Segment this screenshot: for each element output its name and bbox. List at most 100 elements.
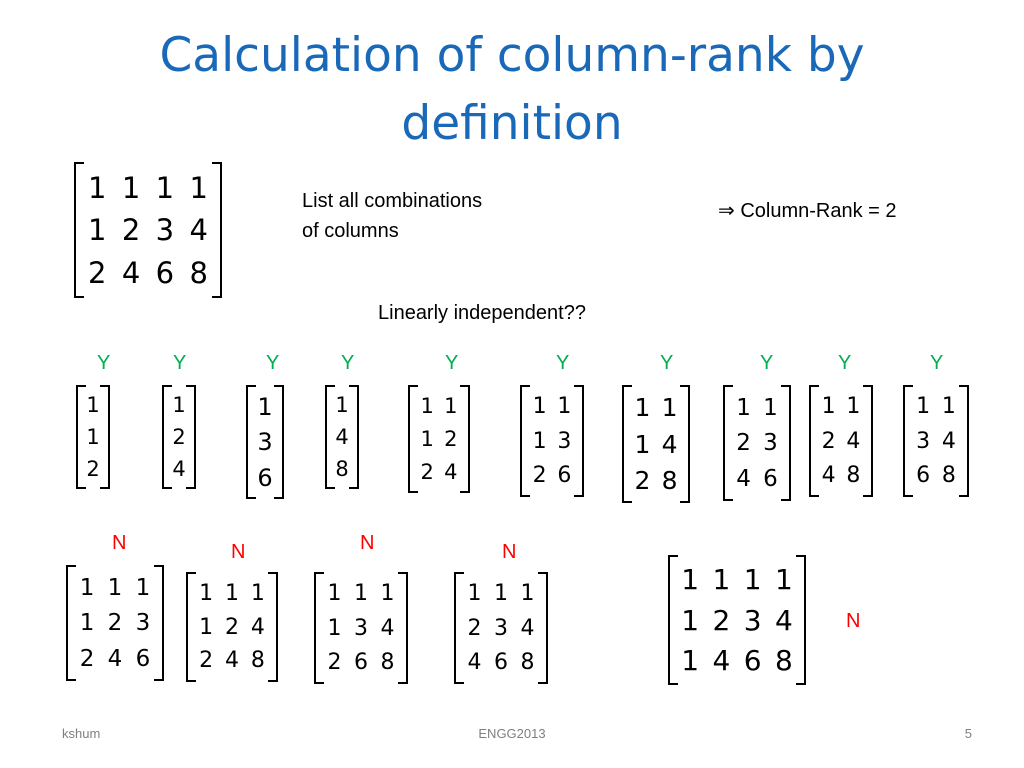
bracket-serif <box>164 487 172 489</box>
matrix-entry: 3 <box>763 430 778 456</box>
bracket-serif <box>574 385 582 387</box>
bracket-serif <box>905 385 913 387</box>
bracket-serif <box>316 572 324 574</box>
bracket-serif <box>863 385 871 387</box>
matrix-entry: 1 <box>532 428 547 454</box>
matrix-entry: 1 <box>107 574 123 601</box>
independent-flag-yes: Y <box>660 352 674 374</box>
matrix-entry: 2 <box>107 610 123 636</box>
matrix-entry: 4 <box>172 457 186 481</box>
matrix-entry: 1 <box>335 393 349 417</box>
bracket-serif <box>268 572 276 574</box>
matrix-entry: 1 <box>79 574 95 601</box>
matrix-entry: 4 <box>661 429 678 459</box>
matrix-entry: 4 <box>846 428 861 454</box>
bracket-serif <box>725 385 733 387</box>
bracket-serif <box>316 682 324 684</box>
matrix-entry: 4 <box>941 428 956 454</box>
matrix-entry: 1 <box>634 429 651 459</box>
independent-flag-no: N <box>112 532 127 554</box>
matrix-entry: 1 <box>327 581 342 607</box>
matrix-entry: 1 <box>634 392 651 422</box>
matrix-entry: 6 <box>257 463 273 492</box>
bracket-serif <box>398 682 406 684</box>
matrix-entry: 1 <box>380 581 395 607</box>
matrix-entry: 2 <box>79 645 95 672</box>
bracket-serif <box>398 572 406 574</box>
slide-title-line-1: Calculation of column-rank by <box>159 28 865 83</box>
bracket-serif <box>959 495 967 497</box>
bracket-serif <box>78 385 86 387</box>
bracket-serif <box>78 487 86 489</box>
footer-course: ENGG2013 <box>478 726 546 741</box>
bracket-serif <box>410 491 418 493</box>
matrix-entry: 1 <box>467 581 482 607</box>
matrix-entry: 1 <box>79 610 95 636</box>
matrix-entry: 8 <box>941 462 956 488</box>
matrix-entry: 1 <box>846 394 861 420</box>
matrix-entry: 1 <box>224 580 239 606</box>
matrix-entry: 1 <box>916 394 931 420</box>
matrix-entry: 3 <box>354 615 368 641</box>
bracket-serif <box>811 495 819 497</box>
matrix-entry: 1 <box>189 170 208 205</box>
bracket-serif <box>212 162 220 164</box>
matrix-entry: 1 <box>172 393 186 417</box>
matrix-entry: 2 <box>224 614 239 640</box>
matrix-entry: 1 <box>681 644 700 678</box>
matrix-entry: 1 <box>257 392 273 421</box>
column-rank-result: ⇒ Column-Rank = 2 <box>718 200 897 222</box>
matrix-entry: 6 <box>763 465 778 492</box>
matrix-entry: 4 <box>121 255 141 290</box>
matrix-entry: 1 <box>763 394 778 421</box>
matrix-entry: 1 <box>420 394 434 418</box>
matrix-entry: 1 <box>135 574 151 601</box>
bracket-serif <box>624 385 632 387</box>
matrix-entry: 1 <box>774 562 793 596</box>
matrix-entry: 4 <box>467 649 482 675</box>
footer-page-number: 5 <box>964 726 972 741</box>
independent-flag-yes: Y <box>838 352 852 374</box>
matrix-entry: 3 <box>743 603 762 637</box>
matrix-entry: 6 <box>494 649 508 675</box>
bracket-serif <box>327 487 335 489</box>
slide-title-line-2: definition <box>401 96 623 151</box>
matrix-entry: 4 <box>189 213 208 247</box>
independent-flag-yes: Y <box>97 352 111 374</box>
matrix-entry: 1 <box>199 614 214 640</box>
matrix-entry: 1 <box>661 392 678 422</box>
matrix-entry: 4 <box>335 425 349 449</box>
matrix-entry: 2 <box>327 649 342 675</box>
matrix-entry: 1 <box>520 581 535 607</box>
bracket-serif <box>186 385 194 387</box>
bracket-serif <box>624 501 632 503</box>
matrix-entry: 2 <box>420 460 434 484</box>
matrix-entry: 2 <box>736 430 751 456</box>
bracket-serif <box>460 491 468 493</box>
bracket-serif <box>781 499 789 501</box>
matrix-entry: 8 <box>250 648 265 674</box>
matrix-entry: 1 <box>444 394 458 418</box>
independent-flag-yes: Y <box>445 352 459 374</box>
matrix-entry: 4 <box>224 648 239 674</box>
matrix-entry: 1 <box>941 394 956 420</box>
matrix-entry: 4 <box>107 645 123 672</box>
matrix-entry: 4 <box>250 614 265 640</box>
bracket-serif <box>100 487 108 489</box>
matrix-entry: 1 <box>327 615 342 641</box>
matrix-entry: 1 <box>743 562 762 596</box>
bracket-serif <box>100 385 108 387</box>
matrix-entry: 1 <box>86 425 100 449</box>
bracket-serif <box>274 497 282 499</box>
bracket-serif <box>522 385 530 387</box>
matrix-entry: 4 <box>736 465 751 492</box>
instruction-text: List all combinations of columns <box>302 186 482 246</box>
matrix-entry: 3 <box>557 428 572 454</box>
